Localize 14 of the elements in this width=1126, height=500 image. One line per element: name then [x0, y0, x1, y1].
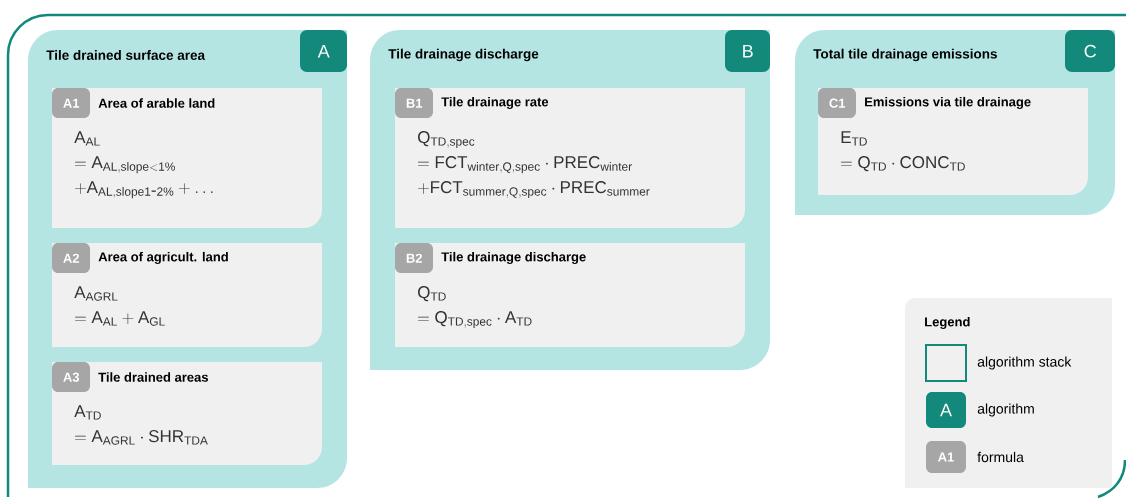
legend-text: formula: [977, 451, 1024, 463]
formula-badge: A3: [52, 362, 90, 392]
formula-badge: A1: [52, 88, 90, 118]
algorithm-badge: A: [300, 30, 347, 72]
algorithm-badge: B: [725, 30, 770, 72]
formula-badge: C1: [818, 88, 856, 118]
formula-badge: A2: [52, 243, 90, 273]
legend-text: algorithm: [977, 403, 1034, 417]
formula-badge: B2: [395, 243, 433, 273]
legend-text: algorithm stack: [977, 356, 1072, 370]
stack-frame: [6, 13, 1126, 499]
algorithm-badge: C: [1065, 30, 1115, 72]
formula-badge: B1: [395, 88, 433, 118]
legend-title: Legend: [925, 316, 970, 330]
